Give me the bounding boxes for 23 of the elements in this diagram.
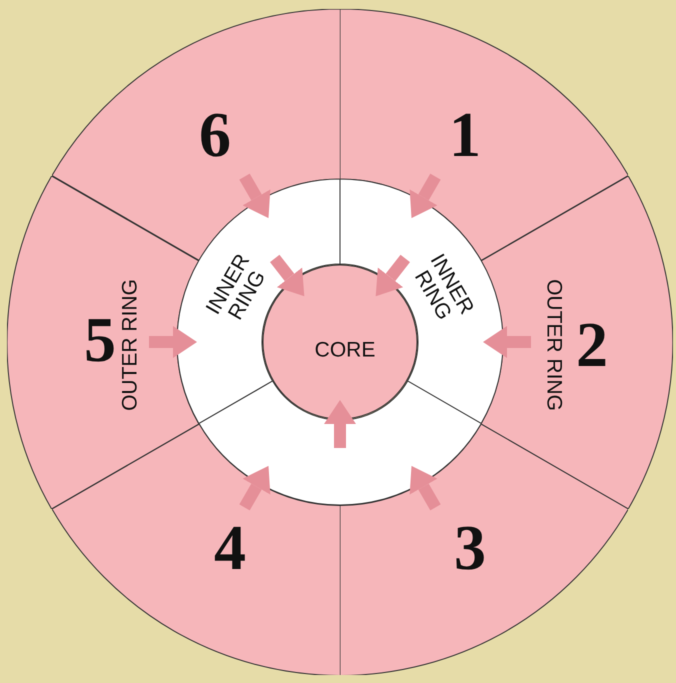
arrow — [410, 174, 441, 218]
arrow — [376, 254, 410, 296]
sector-number: 5 — [84, 308, 116, 372]
sector-number: 4 — [214, 516, 246, 580]
ring-label: OUTER RING — [543, 279, 564, 411]
ring-sector — [481, 176, 673, 508]
ring-sector — [7, 176, 199, 508]
arrow — [239, 466, 270, 510]
arrow — [149, 326, 197, 358]
sector-number: 2 — [576, 313, 608, 377]
ring-sector — [52, 424, 340, 675]
sector-number: 1 — [449, 103, 481, 167]
core-label: CORE — [314, 340, 376, 360]
arrow — [270, 254, 304, 296]
sector-number: 3 — [454, 516, 486, 580]
ring-segment — [198, 381, 482, 505]
arrow — [239, 174, 270, 218]
sector-number: 6 — [198, 103, 231, 167]
ring-label: OUTER RING — [120, 279, 140, 411]
arrow — [324, 400, 356, 448]
ring-sector — [340, 424, 628, 675]
arrow — [483, 326, 531, 358]
arrow — [410, 466, 441, 510]
